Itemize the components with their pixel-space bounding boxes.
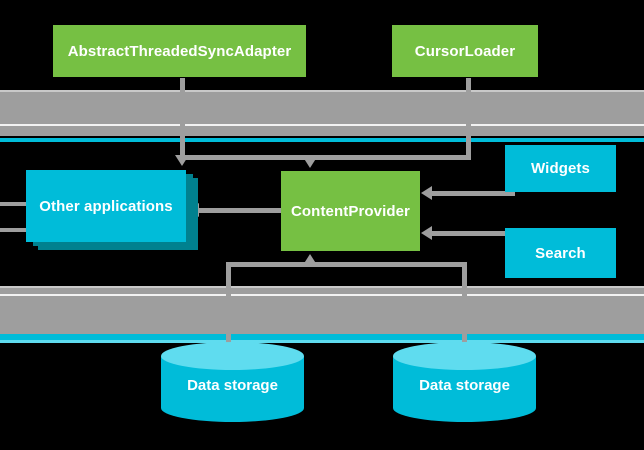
edge-data-storage-right-horizontal-shaft [310,262,465,267]
edge-data-storage-left-to-content-provider-vshaft [226,262,231,362]
node-sync-adapter-label: AbstractThreadedSyncAdapter [67,42,292,60]
node-other-applications-label: Other applications [39,197,173,215]
edge-sync-adapter-to-content-provider-head [175,155,189,166]
edge-cursor-loader-to-content-provider-shaft [466,78,471,160]
node-widgets-label: Widgets [531,160,590,177]
data-storage-left-top-ellipse [161,342,304,370]
node-sync-adapter[interactable]: AbstractThreadedSyncAdapter [53,25,306,77]
edge-search-to-content-provider-shaft [430,231,515,236]
edge-cursor-loader-horizontal-shaft [310,155,470,160]
edge-data-storage-left-horizontal-shaft [226,262,311,267]
node-other-applications[interactable]: Other applications [26,170,186,242]
node-search-label: Search [535,244,586,262]
data-storage-right-top-ellipse [393,342,536,370]
edge-sync-adapter-horizontal-shaft [180,155,310,160]
node-content-provider[interactable]: ContentProvider [281,171,420,251]
upper-band-inner-divider [0,124,644,126]
edge-data-storage-right-to-content-provider-vshaft [462,262,467,362]
other-apps-left-stub-lower [0,228,28,232]
node-cursor-loader-label: CursorLoader [414,42,516,60]
cyan-strip-lower-light [0,340,644,343]
node-data-storage-right[interactable]: Data storage [393,342,536,422]
cyan-strip-upper [0,138,644,142]
lower-band-inner-divider [0,294,644,296]
lower-band-top-divider [0,286,644,288]
edge-sync-adapter-to-content-provider-shaft [180,78,185,160]
other-apps-left-stub-upper [0,202,28,206]
node-search[interactable]: Search [505,228,616,278]
edge-widgets-to-content-provider-head [421,186,432,200]
node-data-storage-left-label: Data storage [187,377,278,394]
edge-content-provider-to-other-apps-shaft [196,208,286,213]
node-widgets[interactable]: Widgets [505,145,616,192]
edge-data-storage-left-head [303,254,317,265]
upper-band-top-divider [0,90,644,92]
edge-widgets-to-content-provider-shaft [430,191,515,196]
node-data-storage-left[interactable]: Data storage [161,342,304,422]
edge-cursor-loader-head [303,157,317,168]
cyan-strip-lower [0,334,644,340]
node-cursor-loader[interactable]: CursorLoader [392,25,538,77]
upper-band [0,92,644,136]
node-data-storage-right-label: Data storage [419,377,510,394]
node-content-provider-label: ContentProvider [290,202,410,220]
edge-search-to-content-provider-head [421,226,432,240]
